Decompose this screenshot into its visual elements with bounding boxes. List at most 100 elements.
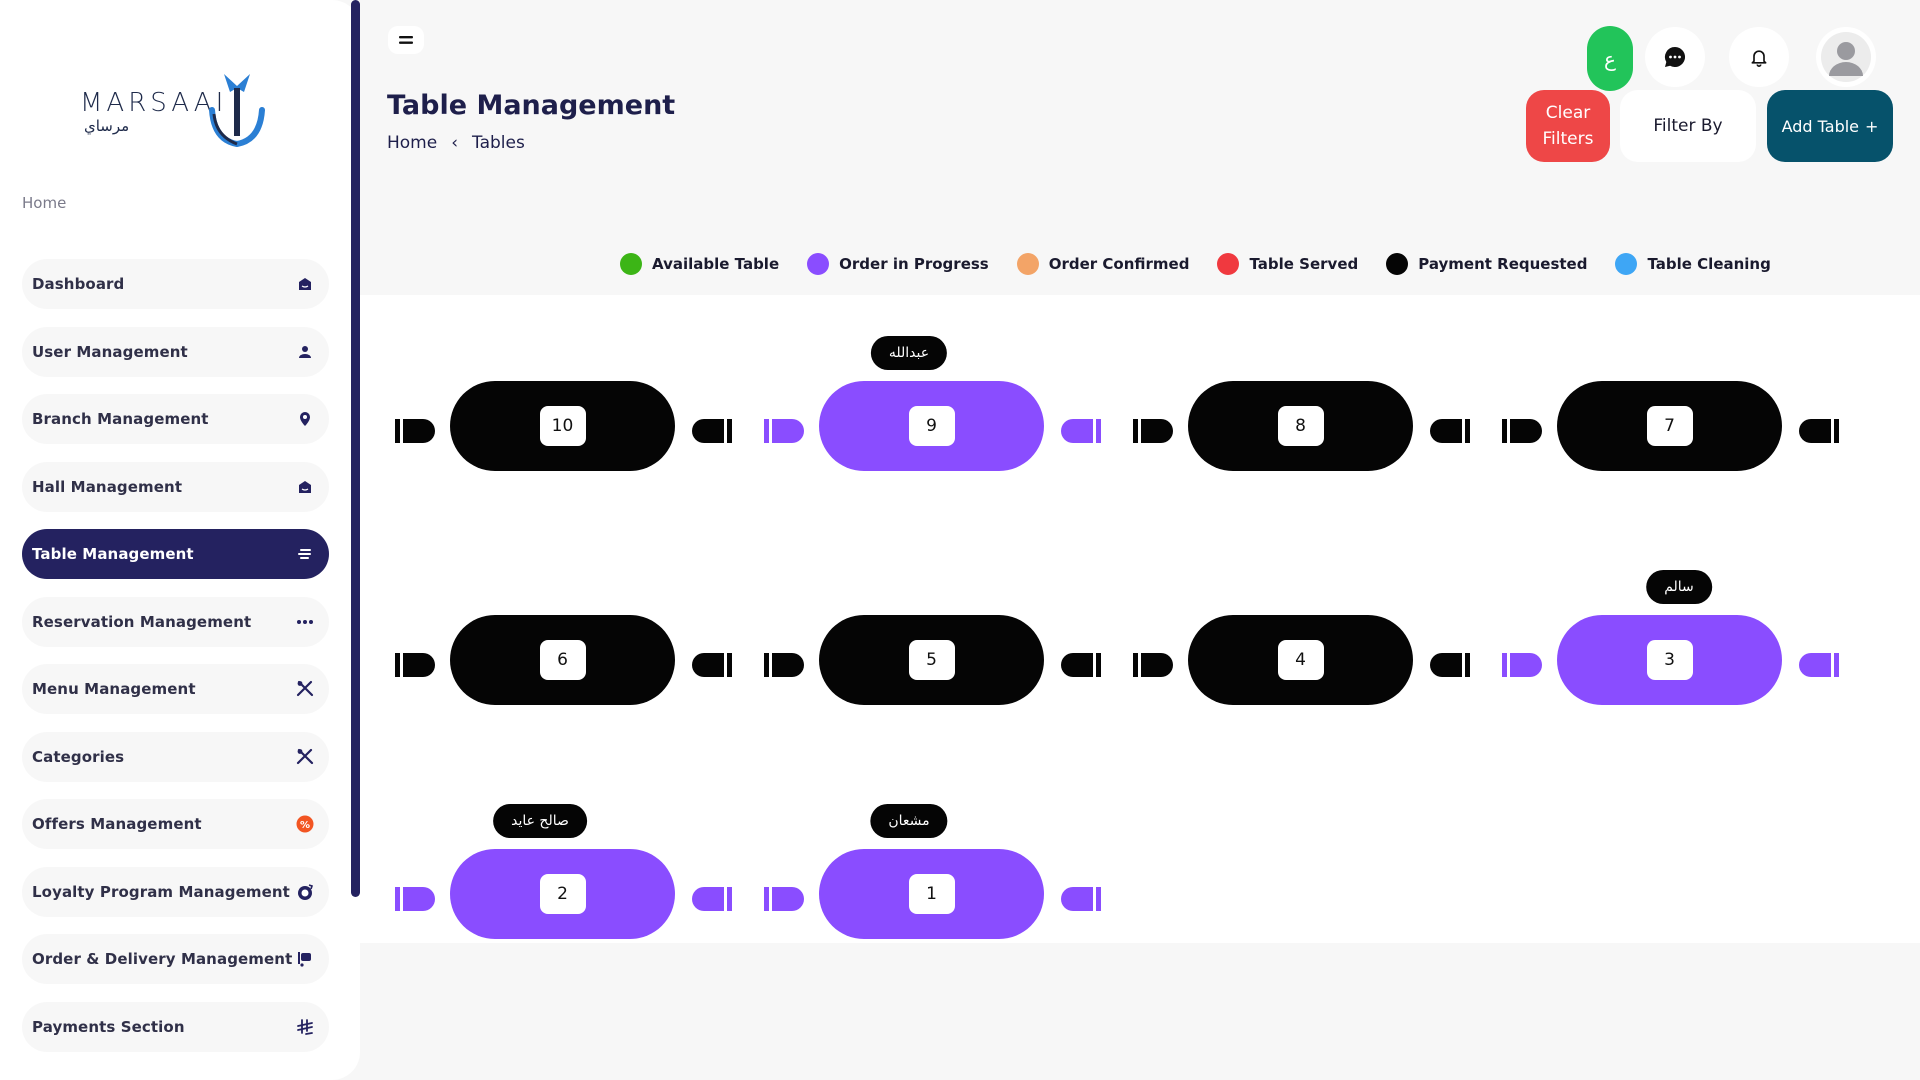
sidebar-item-menu-management[interactable]: Menu Management — [22, 664, 329, 714]
chair-icon — [1799, 419, 1839, 445]
notifications-button[interactable] — [1729, 27, 1789, 87]
legend-label: Available Table — [652, 255, 780, 273]
sidebar-item-order-delivery-management[interactable]: Order & Delivery Management — [22, 934, 329, 984]
customer-name-tag: صالح عايد — [493, 804, 587, 838]
messages-button[interactable] — [1645, 27, 1705, 87]
chair-icon — [1799, 653, 1839, 679]
table-number: 3 — [1646, 640, 1693, 680]
sidebar-item-reservation-management[interactable]: Reservation Management — [22, 596, 329, 647]
riyal-currency-icon — [295, 1017, 315, 1037]
breadcrumb-current: Tables — [472, 133, 525, 153]
sidebar-item-user-management[interactable]: User Management — [22, 326, 329, 377]
sidebar-item-categories[interactable]: Categories — [22, 731, 329, 782]
legend-label: Order Confirmed — [1048, 255, 1190, 273]
table-body[interactable]: 8 — [1188, 381, 1413, 471]
delivery-icon — [295, 949, 315, 969]
table-7[interactable]: 7 — [1467, 381, 1839, 481]
chair-icon — [692, 887, 732, 913]
table-4[interactable]: 4 — [1098, 615, 1470, 715]
sidebar-item-label: Table Management — [32, 545, 194, 563]
legend-item: Payment Requested — [1386, 253, 1587, 275]
sidebar-scrollbar[interactable] — [351, 0, 360, 897]
table-number: 7 — [1646, 406, 1693, 446]
clear-filters-button[interactable]: Clear Filters — [1526, 90, 1610, 162]
breadcrumb-separator: ‹ — [451, 133, 459, 153]
table-body[interactable]: 5 — [819, 615, 1044, 705]
chair-icon — [1133, 419, 1173, 445]
sidebar-item-hall-management[interactable]: Hall Management — [22, 461, 329, 512]
table-5[interactable]: 5 — [729, 615, 1101, 715]
table-body[interactable]: 6 — [450, 615, 675, 705]
table-body[interactable]: 3 — [1557, 615, 1782, 705]
table-body[interactable]: 10 — [450, 381, 675, 471]
chair-icon — [1502, 653, 1542, 679]
sidebar-item-label: Menu Management — [32, 680, 196, 698]
sidebar-item-label: Hall Management — [32, 477, 183, 496]
table-body[interactable]: 4 — [1188, 615, 1413, 705]
language-toggle-button[interactable]: ع — [1587, 26, 1633, 91]
chair-icon — [1133, 653, 1173, 679]
legend-item: Table Cleaning — [1615, 253, 1771, 275]
legend-dot — [1615, 253, 1638, 275]
table-8[interactable]: 8 — [1098, 381, 1470, 481]
chair-icon — [1430, 419, 1470, 445]
sidebar-item-label: Reservation Management — [32, 612, 252, 631]
table-body[interactable]: 7 — [1557, 381, 1782, 471]
sidebar-item-offers-management[interactable]: Offers Management% — [22, 799, 329, 849]
list-icon — [295, 544, 315, 564]
table-body[interactable]: 9 — [819, 381, 1044, 471]
chair-icon — [1061, 419, 1101, 445]
user-icon — [295, 342, 315, 362]
breadcrumb-home[interactable]: Home — [387, 133, 438, 153]
utensils-icon — [295, 747, 315, 767]
legend-item: Available Table — [620, 253, 779, 275]
clear-filters-label-line1: Clear — [1545, 103, 1591, 123]
legend-label: Payment Requested — [1418, 255, 1588, 273]
sidebar-item-table-management[interactable]: Table Management — [22, 529, 329, 579]
chair-icon — [395, 887, 435, 913]
chair-icon — [1430, 653, 1470, 679]
sidebar-item-label: Dashboard — [32, 275, 125, 293]
table-2[interactable]: 2 صالح عايد — [360, 804, 732, 949]
table-body[interactable]: 1 — [819, 849, 1044, 939]
chair-icon — [1502, 419, 1542, 445]
dashboard-icon — [295, 274, 315, 294]
chair-icon — [395, 419, 435, 445]
table-number: 8 — [1277, 406, 1324, 446]
sidebar-item-branch-management[interactable]: Branch Management — [22, 394, 329, 444]
sidebar-item-label: Payments Section — [32, 1017, 185, 1036]
sidebar-item-label: Categories — [32, 747, 125, 766]
table-10[interactable]: 10 — [360, 381, 732, 481]
legend-dot — [807, 253, 830, 275]
legend-dot — [1217, 253, 1240, 275]
sidebar-item-payments-section[interactable]: Payments Section — [22, 1001, 329, 1052]
table-6[interactable]: 6 — [360, 615, 732, 715]
avatar-icon — [1821, 32, 1871, 82]
chair-icon — [764, 419, 804, 445]
anchor-logo-icon — [209, 74, 265, 148]
table-number: 9 — [908, 406, 955, 446]
filter-by-button[interactable]: Filter By — [1620, 90, 1756, 162]
menu-toggle-button[interactable] — [388, 26, 424, 54]
table-number: 2 — [539, 874, 586, 914]
customer-name-tag: مشعان — [870, 804, 948, 838]
sidebar-item-label: Loyalty Program Management — [32, 882, 290, 901]
sidebar-item-loyalty-program-management[interactable]: Loyalty Program Management — [22, 866, 329, 917]
table-body[interactable]: 2 — [450, 849, 675, 939]
page-title: Table Management — [387, 90, 676, 121]
chair-icon — [1061, 653, 1101, 679]
table-1[interactable]: 1 مشعان — [729, 804, 1101, 949]
add-table-button[interactable]: Add Table + — [1767, 90, 1893, 162]
sidebar-section-label: Home — [22, 194, 67, 212]
brand-logo[interactable]: MARSAAI مرساي — [80, 70, 280, 150]
user-avatar[interactable] — [1816, 27, 1876, 87]
table-number: 1 — [908, 874, 955, 914]
legend-item: Order Confirmed — [1016, 253, 1190, 275]
chair-icon — [692, 653, 732, 679]
sidebar-item-dashboard[interactable]: Dashboard — [22, 259, 329, 309]
